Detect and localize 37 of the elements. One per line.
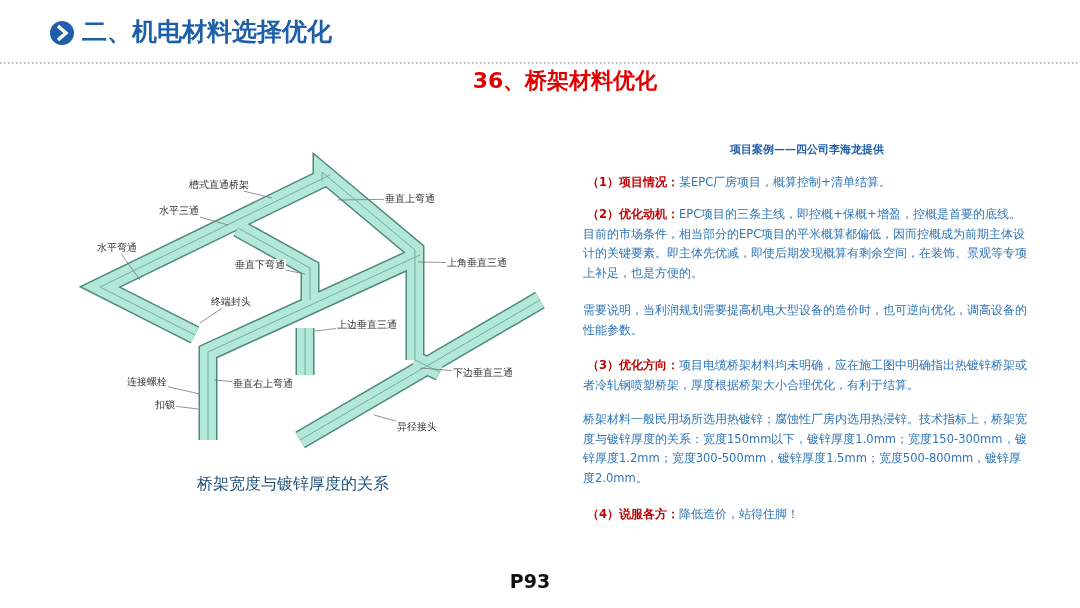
leader-line (314, 328, 337, 332)
leader-line (120, 253, 141, 281)
leader-line (417, 261, 447, 263)
callout-label: 连接螺栓 (126, 376, 168, 388)
callout-label: 扣锁 (154, 399, 176, 411)
callout-label: 槽式直通桥架 (188, 179, 250, 191)
leader-line (199, 307, 223, 324)
callout-label: 垂直右上弯通 (232, 378, 294, 390)
callout-label: 垂直上弯通 (384, 193, 436, 205)
leader-line (199, 216, 229, 226)
leader-line (213, 379, 233, 382)
leader-line (167, 386, 201, 395)
paragraph: （2）优化动机：EPC项目的三条主线，即控概+保概+增盈，控概是首要的底线。目前的市场条件，相当部分的EPC项目的平米概算都偏低，因而控概成为前期主体设计的关键要素。即主体先优减，即使后期发现概算有剩余空间，在装饰、景观等专项上补足，也是方便的。 (583, 206, 1028, 282)
page-number: P93 (508, 570, 552, 592)
callout-label: 水平弯通 (96, 242, 138, 254)
subtitle: 36、桥架材料优化 (471, 67, 659, 95)
paragraph: （4）说服各方：降低造价，站得住脚！ (586, 506, 800, 523)
callout-label: 异径接头 (396, 421, 438, 433)
paragraph: （1）项目情况：某EPC厂房项目，概算控制+清单结算。 (586, 174, 892, 191)
callout-label: 垂直下弯通 (234, 259, 286, 271)
paragraph: 桥架材料一般民用场所选用热镀锌；腐蚀性厂房内选用热浸锌。技术指标上，桥架宽度与镀锌厚度的关系：宽度150mm以下，镀锌厚度1.0mm；宽度150-300mm，镀锌厚度1.2mm；宽度300-500mm，镀锌厚度1.5mm；宽度500-800mm，镀锌厚度2.0mm。 (583, 411, 1028, 487)
leader-line (243, 190, 273, 199)
callout-label: 终端封头 (210, 296, 252, 308)
callout-label: 下边垂直三通 (452, 367, 514, 379)
leader-line (337, 198, 385, 201)
paragraph: （3）优化方向：项目电缆桥架材料均未明确，应在施工图中明确指出热镀锌桥架或者冷轧钢喷塑桥架，厚度根据桥架大小合理优化，有利于结算。 (583, 357, 1028, 394)
leader-line (285, 269, 306, 275)
callout-label: 水平三通 (158, 205, 200, 217)
callout-label: 上边垂直三通 (336, 319, 398, 331)
leader-line (419, 367, 453, 371)
callout-label: 上角垂直三通 (446, 257, 508, 269)
case-heading: 项目案例——四公司李海龙提供 (729, 142, 885, 157)
caption: 桥架宽度与镀锌厚度的关系 (195, 474, 390, 495)
leader-line (175, 405, 199, 410)
paragraph: 需要说明，当利润规划需要提高机电大型设备的造价时，也可逆向优化，调高设备的性能参数。 (583, 302, 1028, 339)
title: 二、机电材料选择优化 (82, 16, 332, 48)
leader-line (373, 414, 397, 422)
